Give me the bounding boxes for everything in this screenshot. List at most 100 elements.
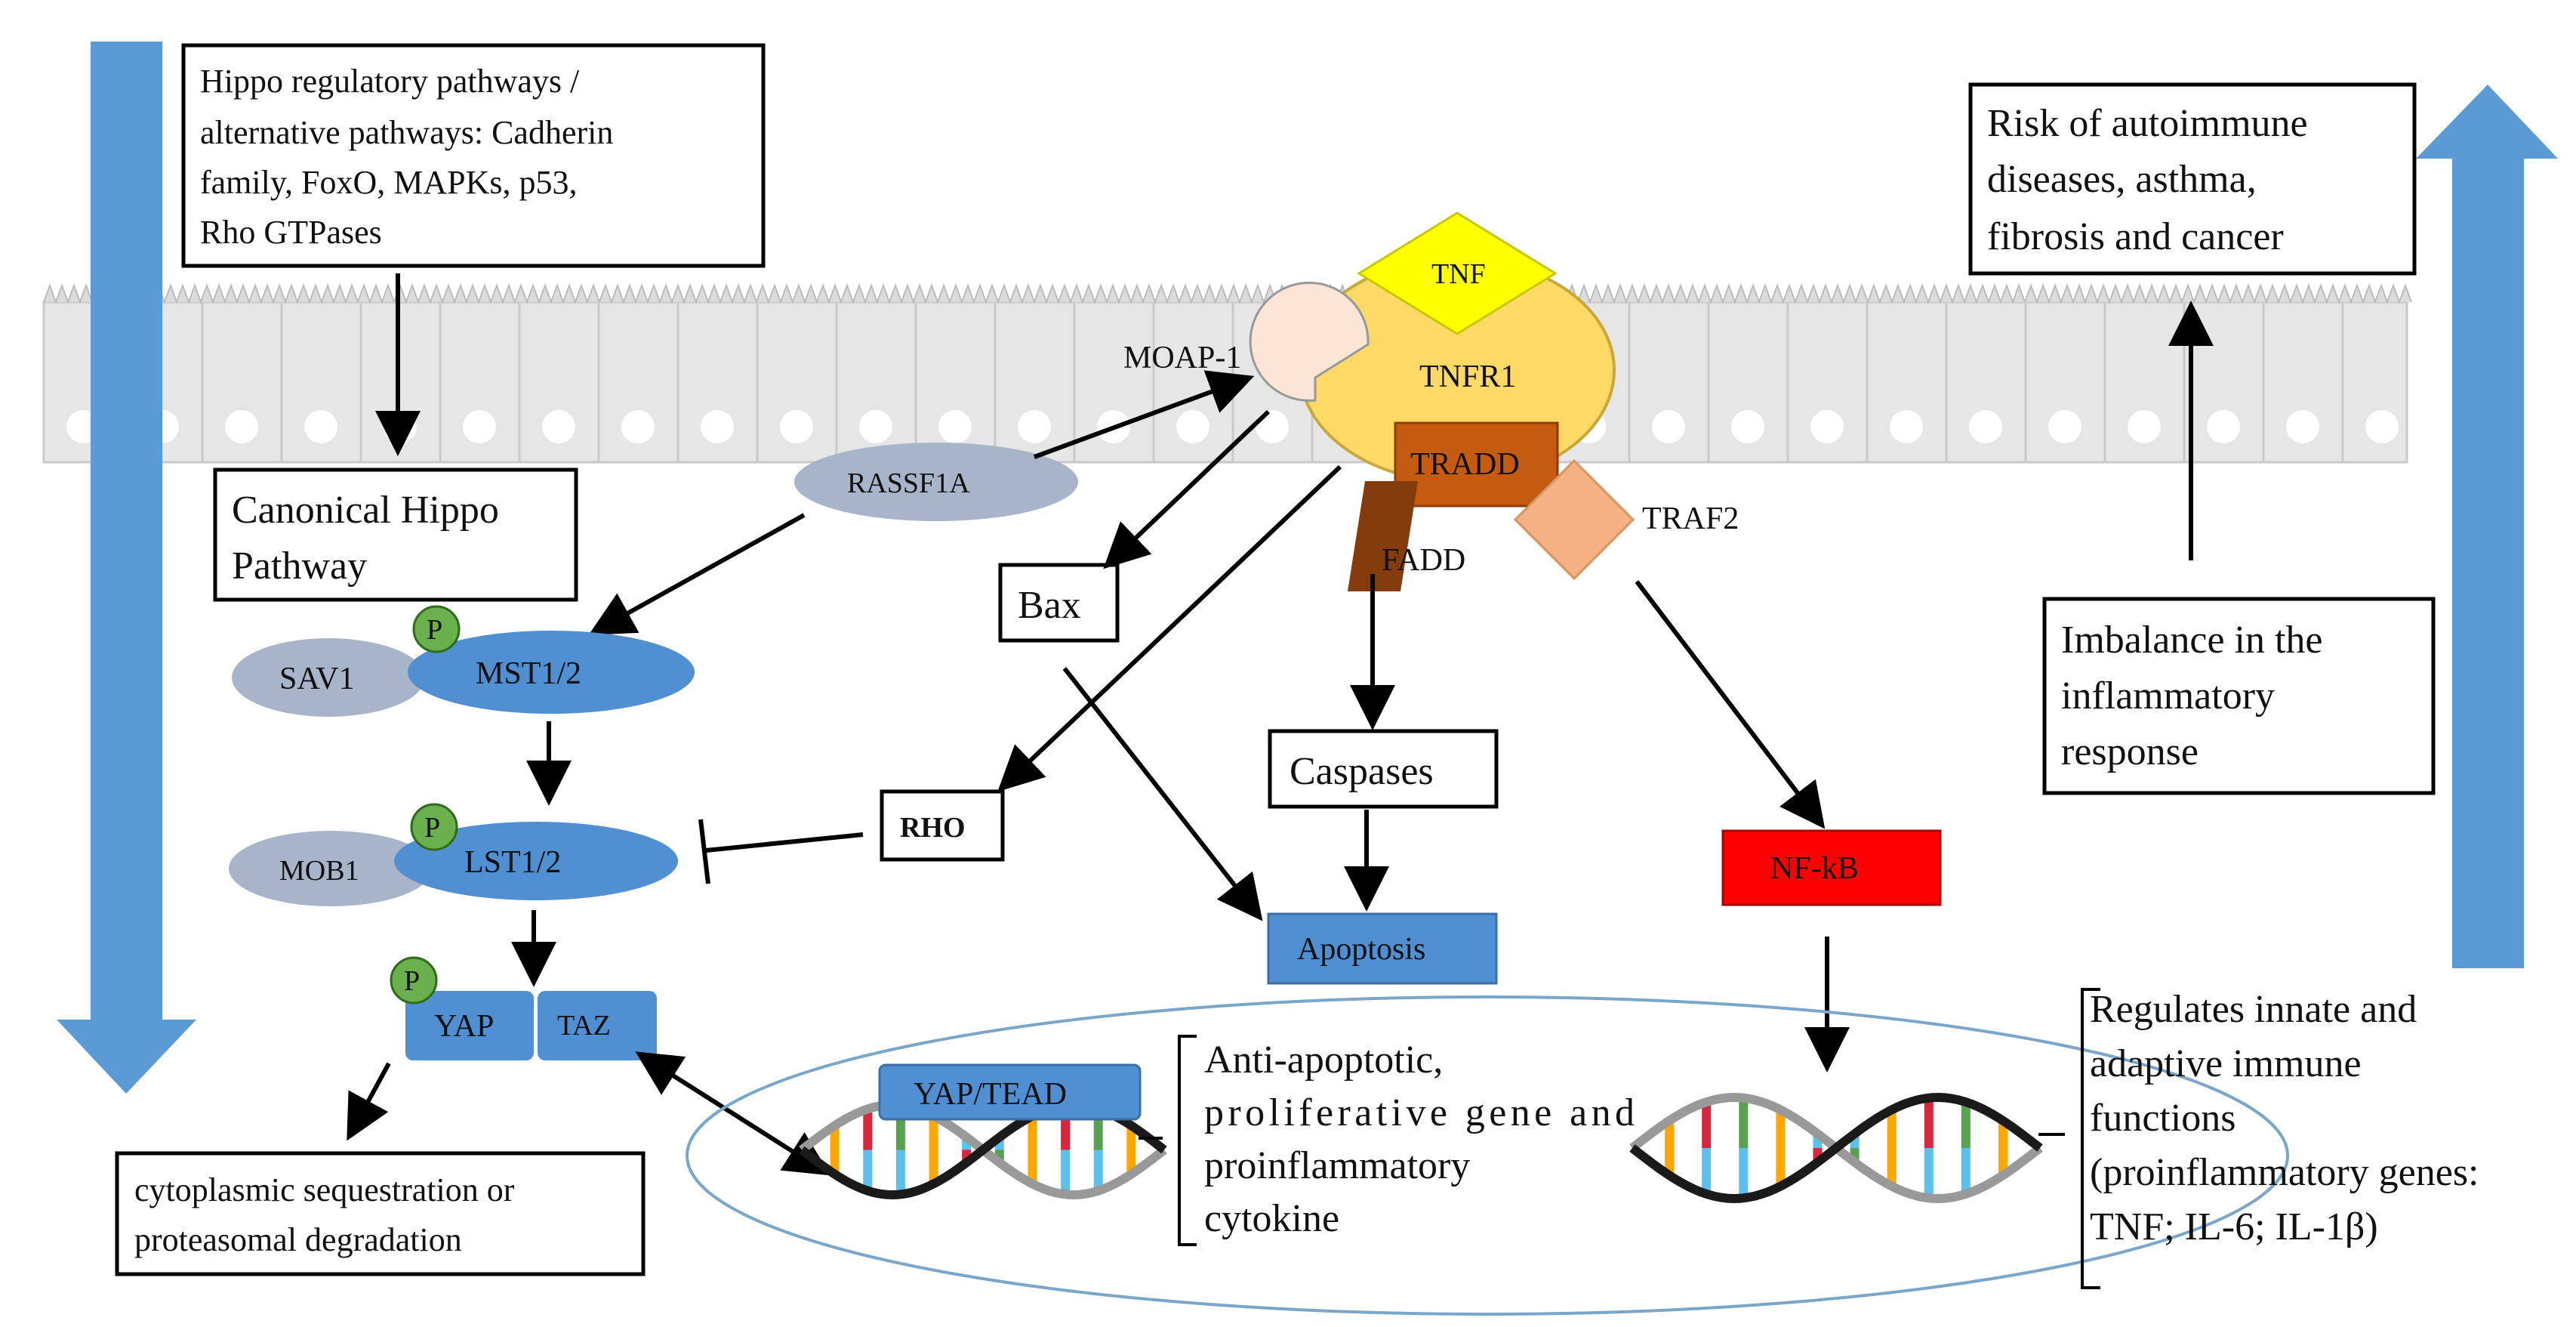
dna-helix-left	[799, 1100, 1167, 1200]
sequestration-line-2: proteasomal degradation	[134, 1221, 462, 1258]
imbalance-line-2: inflammatory	[2061, 674, 2275, 718]
mst-label: MST1/2	[476, 656, 581, 691]
up-blue-arrow	[2416, 85, 2558, 968]
risk-line-1: Risk of autoimmune	[1987, 102, 2308, 145]
traf2-label: TRAF2	[1642, 501, 1739, 536]
moap1-to-bax-arrow	[1103, 409, 1271, 569]
lst-phospho: P	[410, 803, 458, 851]
tradd-label: TRADD	[1410, 447, 1520, 482]
left-gene-bracket	[1139, 1035, 1197, 1246]
canonical-line-1: Canonical Hippo	[232, 489, 499, 532]
tnf-ligand: TNF	[1357, 211, 1558, 335]
rassf1a-to-mst-arrow	[588, 513, 806, 635]
risk-line-3: fibrosis and cancer	[1987, 215, 2284, 258]
yap-tead-label: YAP/TEAD	[914, 1077, 1067, 1112]
traf2-to-nfkb-arrow	[1635, 580, 1826, 829]
cell-nucleus	[1652, 410, 1685, 443]
nfkb-node: NF-kB	[1721, 829, 1942, 906]
cell-nucleus	[304, 410, 337, 443]
bax-to-apoptosis-arrow	[1062, 667, 1263, 921]
nucleus	[686, 995, 2289, 1316]
sequestration-box: cytoplasmic sequestration or proteasomal…	[115, 1151, 646, 1276]
right-gene-line-5: TNF; IL-6; IL-1β)	[2090, 1205, 2378, 1248]
fadd-label: FADD	[1382, 543, 1465, 578]
hippo-reg-line-1: Hippo regulatory pathways /	[200, 63, 580, 100]
caspases-box: Caspases	[1268, 729, 1499, 809]
moap1-protein: MOAP-1	[1123, 281, 1370, 402]
canonical-line-2: Pathway	[232, 545, 367, 588]
lst-phospho-label: P	[424, 812, 440, 844]
yap-label: YAP	[434, 1009, 494, 1044]
cell-nucleus	[2128, 410, 2161, 443]
mob1-label: MOB1	[279, 855, 359, 887]
right-gene-bracket	[2038, 988, 2100, 1289]
hippo-reg-line-2: alternative pathways: Cadherin	[200, 114, 613, 151]
yap-taz-node: YAP TAZ	[405, 991, 657, 1060]
right-gene-line-3: functions	[2090, 1097, 2236, 1140]
caspases-label: Caspases	[1290, 750, 1434, 793]
tnfr1-to-rho-arrow	[997, 464, 1342, 792]
hippo-reg-line-4: Rho GTPases	[200, 214, 382, 251]
hippo-reg-line-3: family, FoxO, MAPKs, p53,	[200, 164, 578, 201]
lst-label: LST1/2	[464, 845, 561, 880]
imbalance-line-3: response	[2061, 730, 2199, 773]
rassf1a-label: RASSF1A	[847, 468, 970, 499]
bax-label: Bax	[1018, 584, 1081, 627]
mst-phospho-label: P	[427, 614, 442, 646]
sequestration-line-1: cytoplasmic sequestration or	[134, 1171, 515, 1208]
tnf-label: TNF	[1431, 258, 1486, 290]
imbalance-line-1: Imbalance in the	[2061, 619, 2323, 662]
cell-nucleus	[780, 410, 813, 443]
cell-nucleus	[1176, 410, 1209, 443]
moap1-label: MOAP-1	[1123, 341, 1241, 375]
cell-nucleus	[225, 410, 258, 443]
risk-line-2: diseases, asthma,	[1987, 158, 2257, 201]
cell-nucleus	[2048, 410, 2081, 443]
cell-nucleus	[938, 410, 972, 443]
cell-membrane	[42, 283, 2412, 464]
left-gene-line-2: proliferative gene and	[1204, 1091, 1635, 1134]
rho-label: RHO	[900, 812, 966, 844]
cell-nucleus	[1731, 410, 1764, 443]
mst-phospho: P	[412, 605, 461, 653]
nfkb-label: NF-kB	[1770, 851, 1859, 886]
rho-box: RHO	[880, 789, 1005, 862]
left-gene-line-3: proinflammatory	[1204, 1144, 1470, 1187]
rassf1a-node: RASSF1A	[794, 443, 1078, 521]
tradd-protein: TRADD	[1394, 421, 1559, 508]
dna-strand	[1629, 1092, 2043, 1204]
left-gene-line-1: Anti-apoptotic,	[1204, 1038, 1443, 1082]
cell-nucleus	[701, 410, 734, 443]
yap-to-degradation-arrow	[347, 1062, 391, 1141]
membrane-villi	[43, 283, 2412, 304]
cell-nucleus	[463, 410, 496, 443]
mob1-node: MOB1	[229, 831, 433, 906]
risk-box: Risk of autoimmune diseases, asthma, fib…	[1968, 82, 2417, 276]
down-blue-arrow	[57, 42, 196, 1094]
bax-box: Bax	[998, 563, 1120, 643]
hippo-regulatory-box: Hippo regulatory pathways / alternative …	[181, 43, 766, 268]
yap-nucleus-shuttle-arrow	[635, 1051, 831, 1176]
lst-node: LST1/2	[394, 822, 678, 900]
mst-node: MST1/2	[408, 631, 695, 714]
right-gene-line-4: (proinflammatory genes:	[2090, 1151, 2479, 1194]
dna-helix-right	[1629, 1092, 2043, 1204]
cell-nucleus	[1969, 410, 2002, 443]
cell-nucleus	[542, 410, 575, 443]
rassf1a-to-moap1-arrow	[1033, 370, 1255, 459]
sav1-node: SAV1	[232, 638, 425, 717]
right-gene-line-1: Regulates innate and	[2090, 988, 2417, 1031]
yap-tead-node: YAP/TEAD	[878, 1063, 1142, 1121]
canonical-hippo-box: Canonical Hippo Pathway	[213, 468, 578, 602]
right-gene-line-2: adaptive immune	[2090, 1042, 2362, 1085]
yap-phospho-label: P	[404, 965, 420, 997]
taz-label: TAZ	[557, 1010, 611, 1042]
cell-nucleus	[1018, 410, 1051, 443]
cell-nucleus	[621, 410, 655, 443]
apoptosis-label: Apoptosis	[1297, 932, 1425, 967]
cell-nucleus	[859, 410, 892, 443]
fadd-protein: FADD	[1348, 481, 1465, 591]
tnfr1-label: TNFR1	[1419, 360, 1516, 394]
cell-nucleus	[1256, 410, 1289, 443]
